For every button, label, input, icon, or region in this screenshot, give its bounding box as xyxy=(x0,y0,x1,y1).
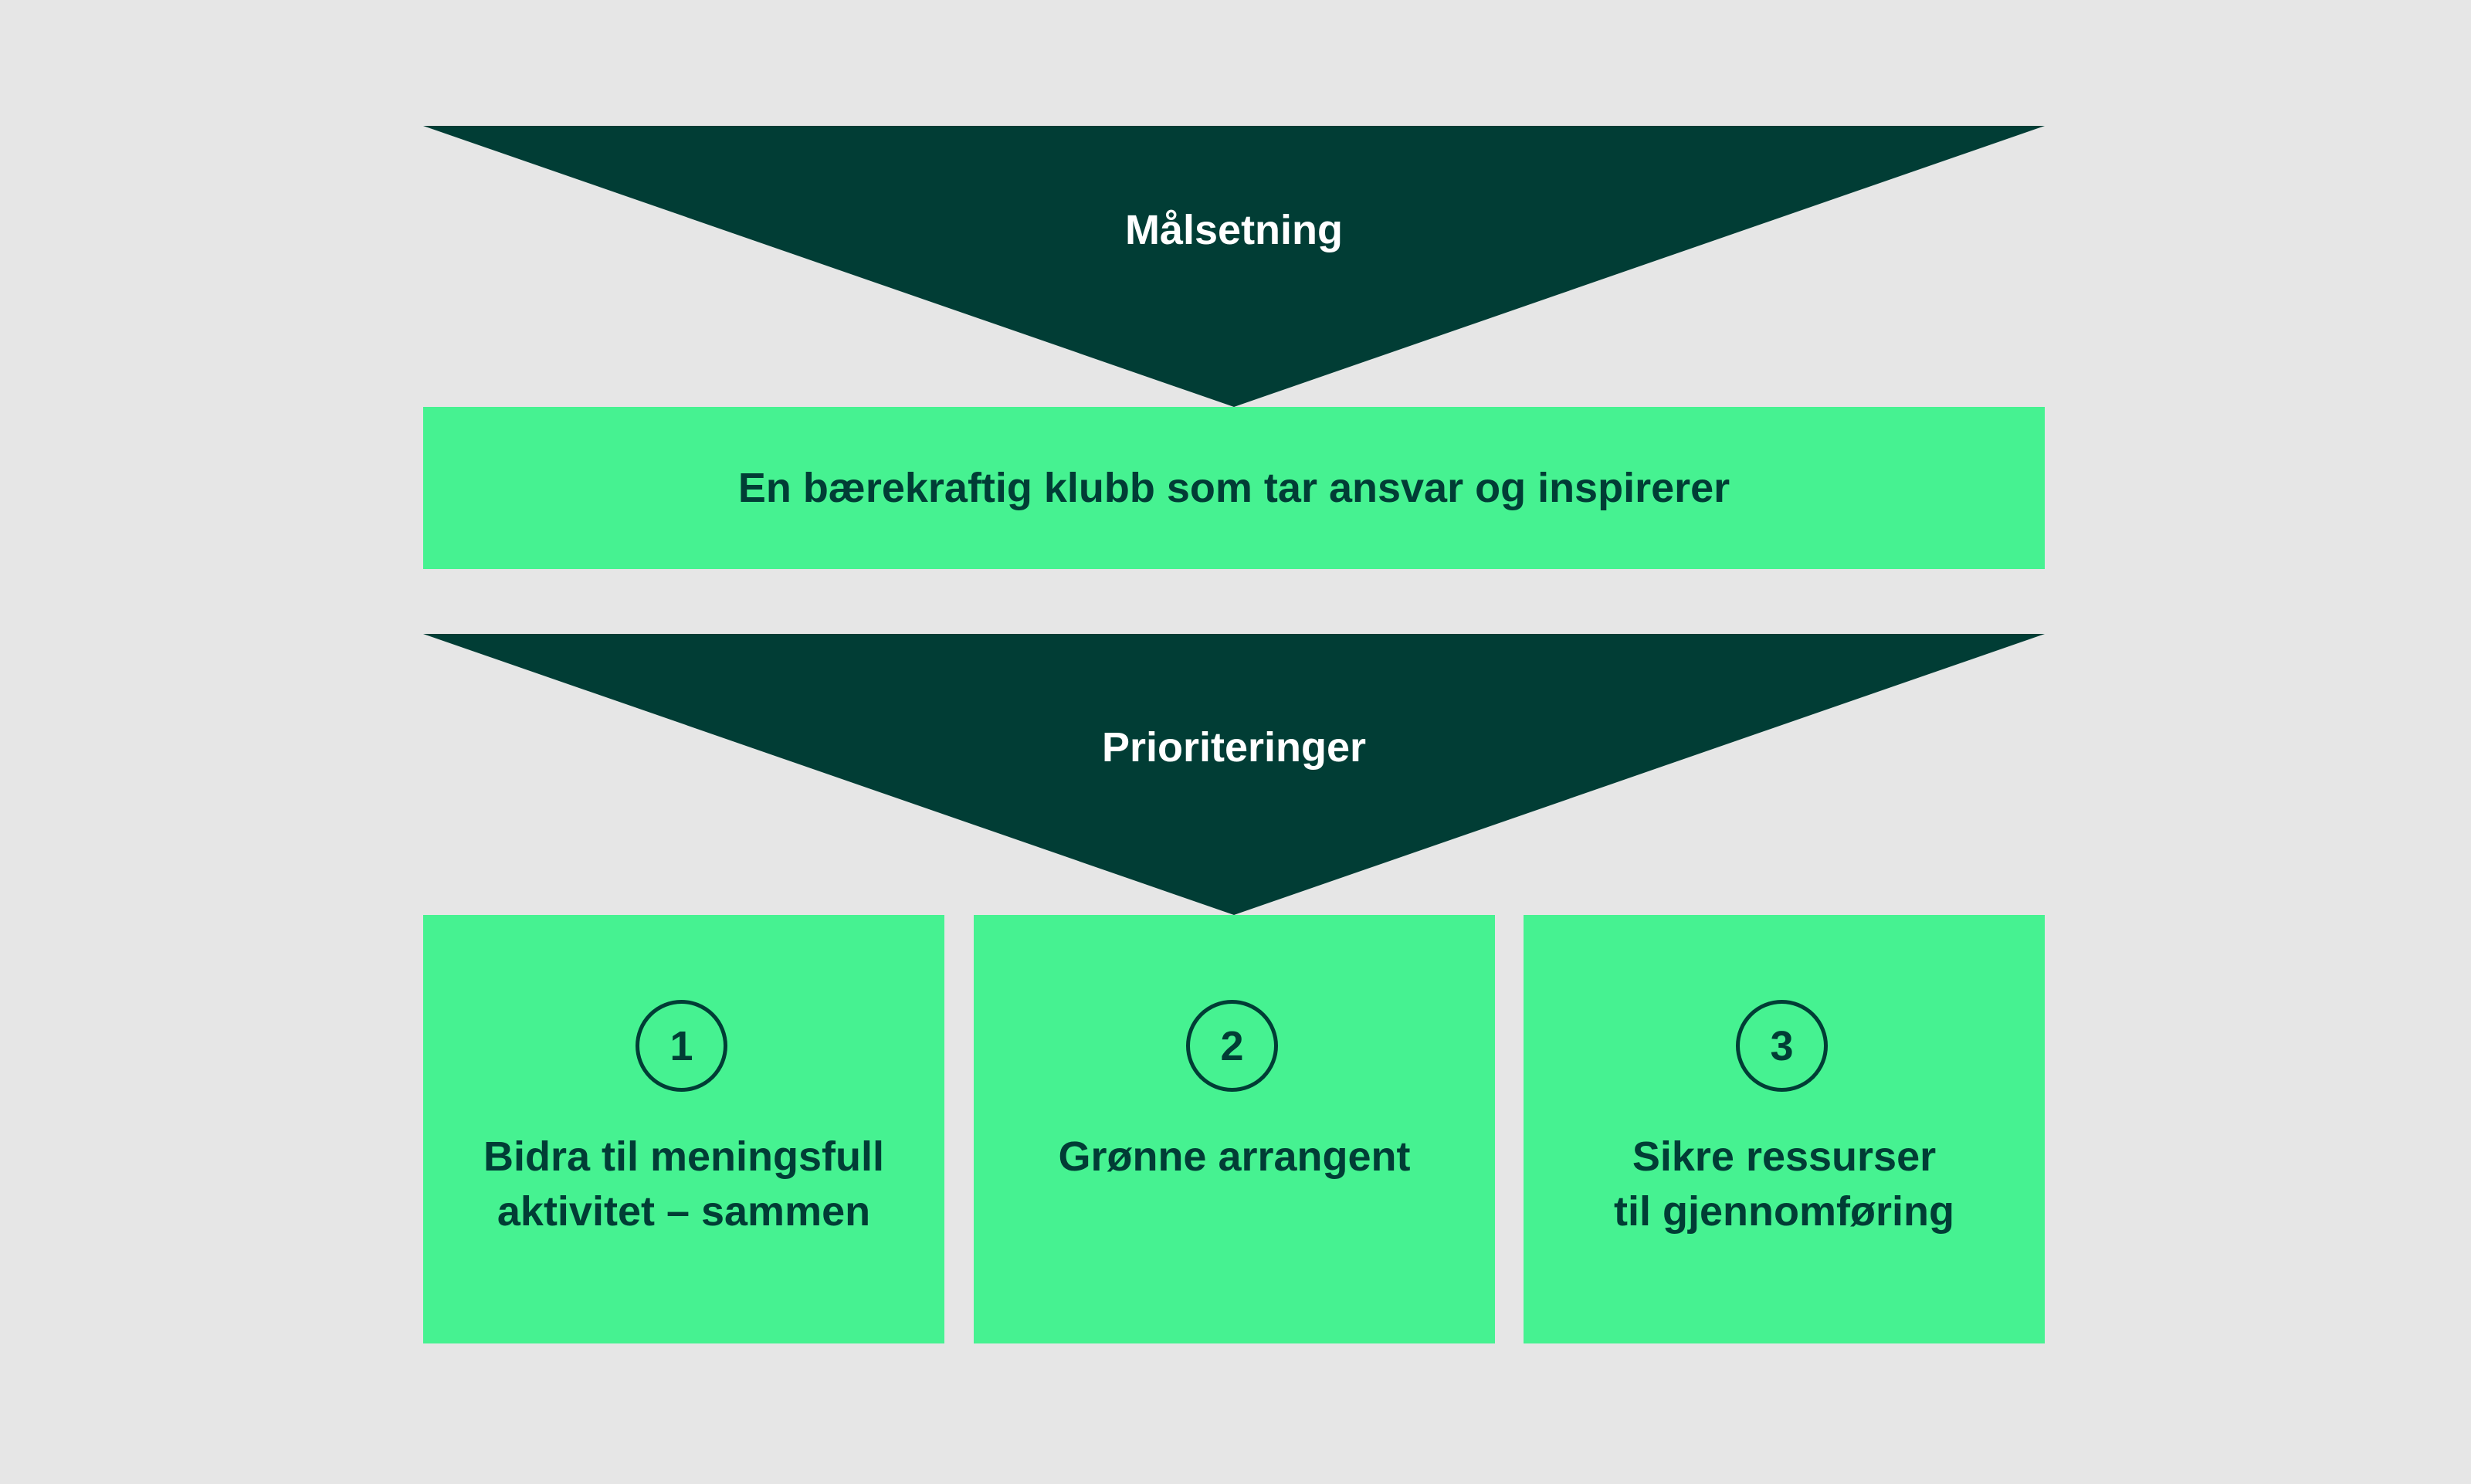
goal-statement: En bærekraftig klubb som tar ansvar og i… xyxy=(737,465,1730,511)
priority-text: Sikre ressurser til gjennomføring xyxy=(1614,1133,1954,1235)
goal-funnel-triangle xyxy=(423,126,2045,407)
goal-heading: Målsetning xyxy=(1124,207,1344,253)
priority-card-2-bg xyxy=(974,915,1495,1343)
priority-card-1-bg xyxy=(423,915,944,1343)
priority-text: Grønne arrangent xyxy=(1058,1133,1411,1180)
priority-number-badge: 2 xyxy=(1186,1000,1278,1092)
priority-number-badge: 3 xyxy=(1736,1000,1828,1092)
priority-card-3-bg xyxy=(1524,915,2045,1343)
priority-card-2: 2 Grønne arrangent xyxy=(974,915,1495,1343)
goal-statement-box-bg xyxy=(423,407,2045,569)
priority-number-badge: 1 xyxy=(636,1000,727,1092)
priority-card-3: 3 Sikre ressurser til gjennomføring xyxy=(1524,915,2045,1343)
goal-statement-box: En bærekraftig klubb som tar ansvar og i… xyxy=(423,407,2045,569)
priorities-funnel-triangle xyxy=(423,634,2045,915)
priorities-heading: Prioriteringer xyxy=(1101,724,1367,771)
priority-card-1: 1 Bidra til meningsfull aktivitet – samm… xyxy=(423,915,944,1343)
priority-text: Bidra til meningsfull aktivitet – sammen xyxy=(483,1133,885,1235)
